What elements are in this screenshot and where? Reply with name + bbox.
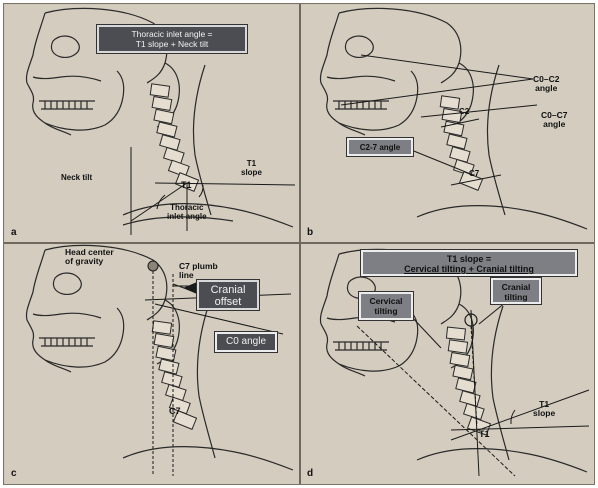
d-t1-slope-line-2: slope — [533, 409, 555, 418]
c0-angle-box: C0 angle — [215, 332, 277, 352]
c0-c7-angle-label: C0–C7 angle — [541, 111, 567, 129]
t1-slope-label: T1 slope — [241, 159, 262, 177]
inlet-line-2: inlet angle — [167, 212, 207, 221]
c7-vertebra-label-c: C7 — [169, 406, 181, 416]
neck-tilt-label: Neck tilt — [61, 173, 92, 182]
cervical-line-2: tilting — [361, 306, 411, 316]
c0-c2-line-2: angle — [533, 84, 559, 93]
d-equation-line-2: Cervical tilting + Cranial tilting — [363, 264, 575, 274]
inlet-line-1: Thoracic — [167, 203, 207, 212]
equation-line-1: Thoracic inlet angle = — [99, 29, 245, 39]
offset-line-1: Cranial — [199, 284, 257, 296]
d-equation-line-1: T1 slope = — [363, 254, 575, 264]
t1-slope-line-2: slope — [241, 168, 262, 177]
thoracic-inlet-equation-box: Thoracic inlet angle = T1 slope + Neck t… — [97, 25, 247, 53]
cranial-line-1: Cranial — [493, 282, 539, 292]
vertical-divider — [299, 4, 301, 484]
skull-spine-drawing-d — [301, 244, 594, 484]
c0-c7-line-2: angle — [541, 120, 567, 129]
t1-slope-label-d: T1 slope — [533, 400, 555, 418]
cranial-tilting-box: Cranial tilting — [491, 278, 541, 304]
c0-c2-angle-label: C0–C2 angle — [533, 75, 559, 93]
plumb-line-2: line — [179, 271, 218, 280]
head-center-marker — [148, 261, 158, 271]
cervical-line-1: Cervical — [361, 296, 411, 306]
t1-vertebra-label-d: T1 — [479, 430, 490, 439]
offset-arrow-icon — [183, 282, 197, 294]
panel-letter-a: a — [11, 227, 17, 238]
panel-letter-c: c — [11, 468, 17, 479]
equation-line-2: T1 slope + Neck tilt — [99, 39, 245, 49]
c7-vertebra-label: C7 — [469, 169, 479, 178]
panel-b: C0–C2 angle C0–C7 angle C2-7 angle C2 C7… — [301, 5, 594, 242]
cranial-offset-box: Cranial offset — [197, 280, 259, 310]
panel-d: T1 slope = Cervical tilting + Cranial ti… — [301, 244, 594, 484]
horizontal-divider — [4, 242, 594, 244]
c2-vertebra-label: C2 — [459, 107, 469, 116]
t1-vertebra-label: T1 — [181, 181, 192, 190]
head-center-label: Head center of gravity — [65, 248, 114, 266]
cervical-tilting-box: Cervical tilting — [359, 292, 413, 320]
figure: Thoracic inlet angle = T1 slope + Neck t… — [3, 3, 595, 485]
c7-plumb-line-label: C7 plumb line — [179, 262, 218, 280]
panel-a: Thoracic inlet angle = T1 slope + Neck t… — [5, 5, 299, 242]
t1-slope-line-1: T1 — [241, 159, 262, 168]
c2-7-angle-box: C2-7 angle — [347, 138, 413, 156]
cranial-line-2: tilting — [493, 292, 539, 302]
panel-letter-b: b — [307, 227, 313, 238]
panel-letter-d: d — [307, 468, 313, 479]
thoracic-inlet-angle-label: Thoracic inlet angle — [167, 203, 207, 221]
offset-line-2: offset — [199, 296, 257, 308]
t1-slope-equation-box: T1 slope = Cervical tilting + Cranial ti… — [361, 250, 577, 276]
panel-c: Head center of gravity C7 plumb line Cra… — [5, 244, 299, 484]
head-center-line-2: of gravity — [65, 257, 114, 266]
